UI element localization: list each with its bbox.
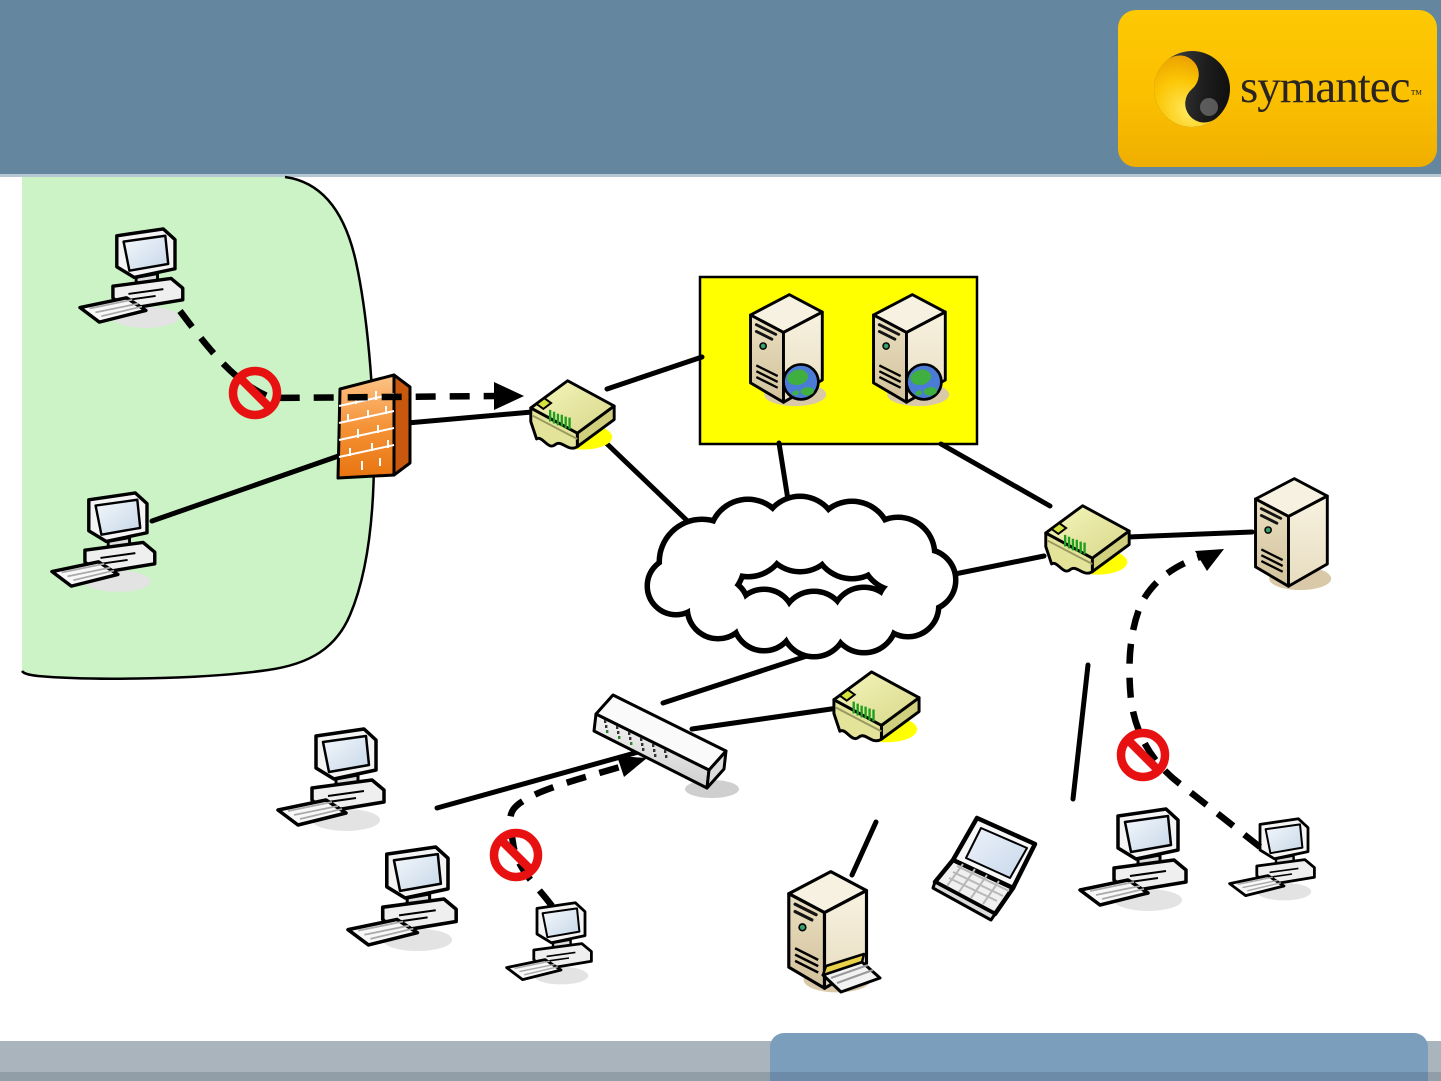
symantec-orb-icon	[1154, 51, 1230, 127]
trademark-symbol: ™	[1410, 87, 1423, 101]
router-1-icon	[529, 379, 616, 452]
arrowheads	[494, 382, 1224, 777]
logo-wordmark: symantec™	[1240, 60, 1430, 114]
link-router2-serverright	[1125, 529, 1255, 540]
no-entry-icon-2	[494, 833, 538, 877]
laptop-icon	[933, 818, 1035, 920]
arrowhead-to-server	[1195, 549, 1224, 571]
network-cloud-icon	[644, 493, 959, 660]
workstation-2-icon	[346, 845, 458, 953]
router-3-icon	[832, 670, 921, 744]
antenna-server-modem-icon	[821, 952, 882, 994]
antenna-line	[849, 819, 879, 878]
footer-bottom-edge	[0, 1072, 1441, 1081]
footer-blue-tab	[770, 1033, 1428, 1081]
arrowhead-to-switch	[617, 756, 647, 777]
link-switch-router3	[689, 705, 841, 732]
link-router1-cloud	[601, 438, 703, 536]
web-server-2-icon	[874, 295, 950, 407]
link-router1-serverfarm	[604, 354, 705, 392]
link-workstationB-firewall	[149, 449, 353, 524]
web-server-1-icon	[751, 295, 827, 407]
workstation-4-icon	[1078, 807, 1188, 913]
header-bottom-edge	[0, 174, 1441, 177]
link-router2-workstation4	[1070, 662, 1091, 802]
protected-lan-zone	[20, 175, 376, 680]
link-workstation1-switch	[434, 743, 663, 811]
workstation-1-icon	[276, 727, 386, 833]
firewall-icon	[336, 373, 412, 480]
symantec-logo-plate: symantec™	[1118, 10, 1437, 167]
blocked-path-workstation5-server	[1126, 553, 1263, 850]
switch-icon	[592, 693, 739, 798]
link-serverfarm-router2	[938, 441, 1053, 509]
link-firewall-router1	[393, 409, 535, 427]
workstation-5-icon	[1228, 817, 1316, 902]
no-entry-icon-3	[1121, 733, 1165, 777]
router-2-icon	[1044, 504, 1131, 577]
logo-word: symantec	[1240, 61, 1410, 113]
server-right-icon	[1254, 477, 1333, 592]
workstation-3-icon	[505, 901, 593, 986]
arrowhead-to-router1	[494, 382, 524, 410]
blocked-path-workstationA-router1	[177, 309, 499, 402]
